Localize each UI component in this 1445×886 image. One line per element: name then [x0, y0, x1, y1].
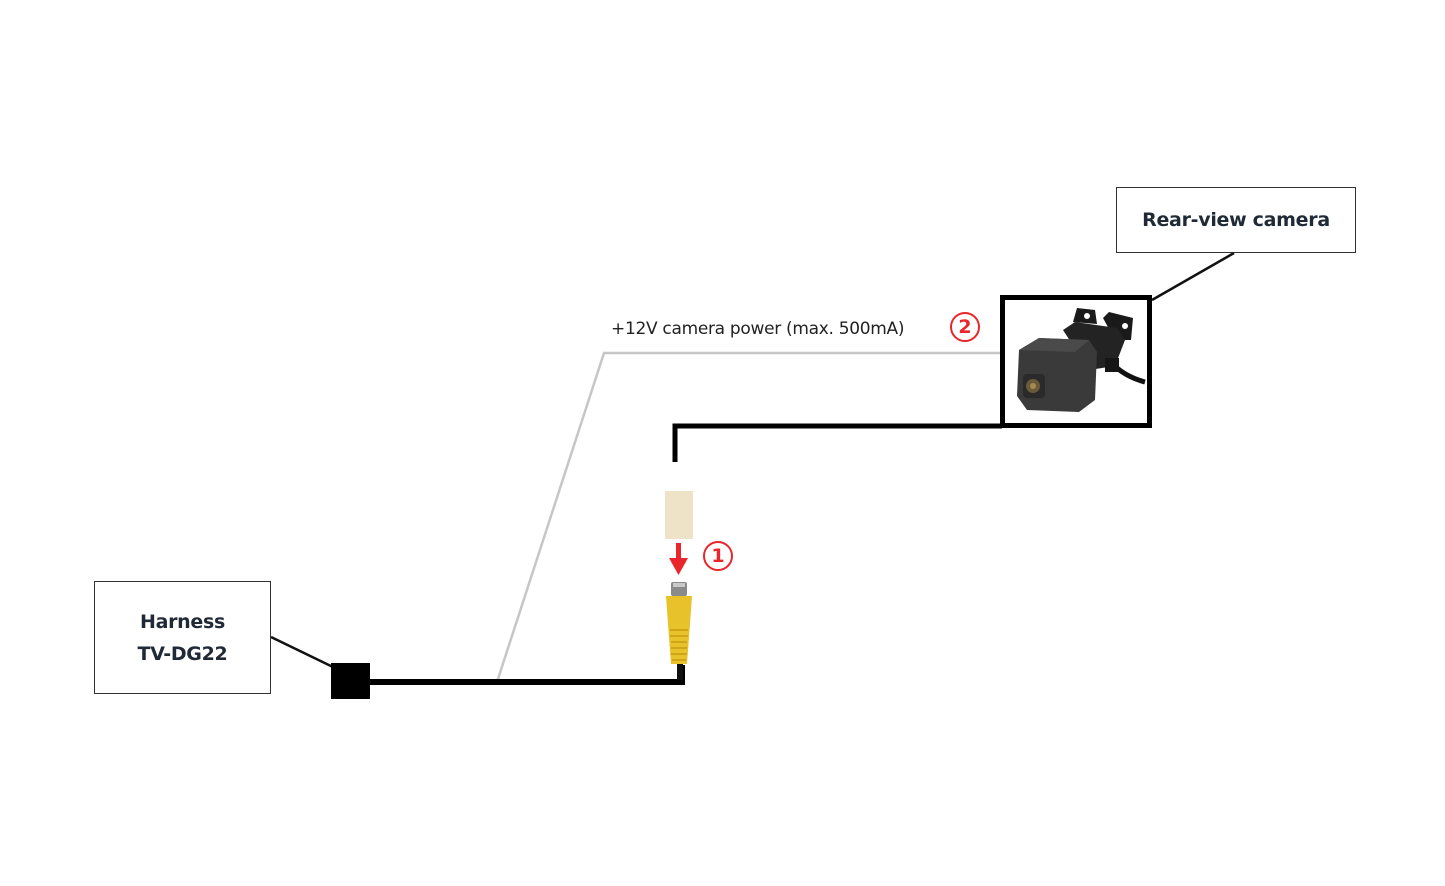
step-1-number: 1 — [711, 544, 725, 567]
camera-label-box: Rear-view camera — [1116, 187, 1356, 253]
step-2-badge: 2 — [950, 312, 980, 342]
power-wire-label: +12V camera power (max. 500mA) — [611, 319, 905, 339]
harness-label-line2: TV-DG22 — [137, 642, 228, 665]
rear-view-camera-icon — [1017, 308, 1146, 412]
harness-label-box: Harness TV-DG22 — [94, 581, 271, 694]
red-down-arrow-icon — [669, 543, 688, 575]
camera-label: Rear-view camera — [1142, 209, 1330, 231]
camera-video-cable — [672, 423, 1002, 462]
harness-connector-icon — [331, 663, 370, 699]
step-2-number: 2 — [958, 315, 972, 338]
rca-socket-icon — [665, 491, 693, 539]
harness-callout-line — [270, 635, 336, 670]
harness-label-line1: Harness — [139, 610, 226, 633]
camera-frame — [1000, 295, 1152, 428]
harness-cable — [368, 665, 685, 685]
yellow-rca-plug-icon — [666, 582, 692, 680]
camera-callout-line — [1151, 251, 1235, 302]
power-wire — [495, 351, 1002, 683]
step-1-badge: 1 — [703, 541, 733, 571]
